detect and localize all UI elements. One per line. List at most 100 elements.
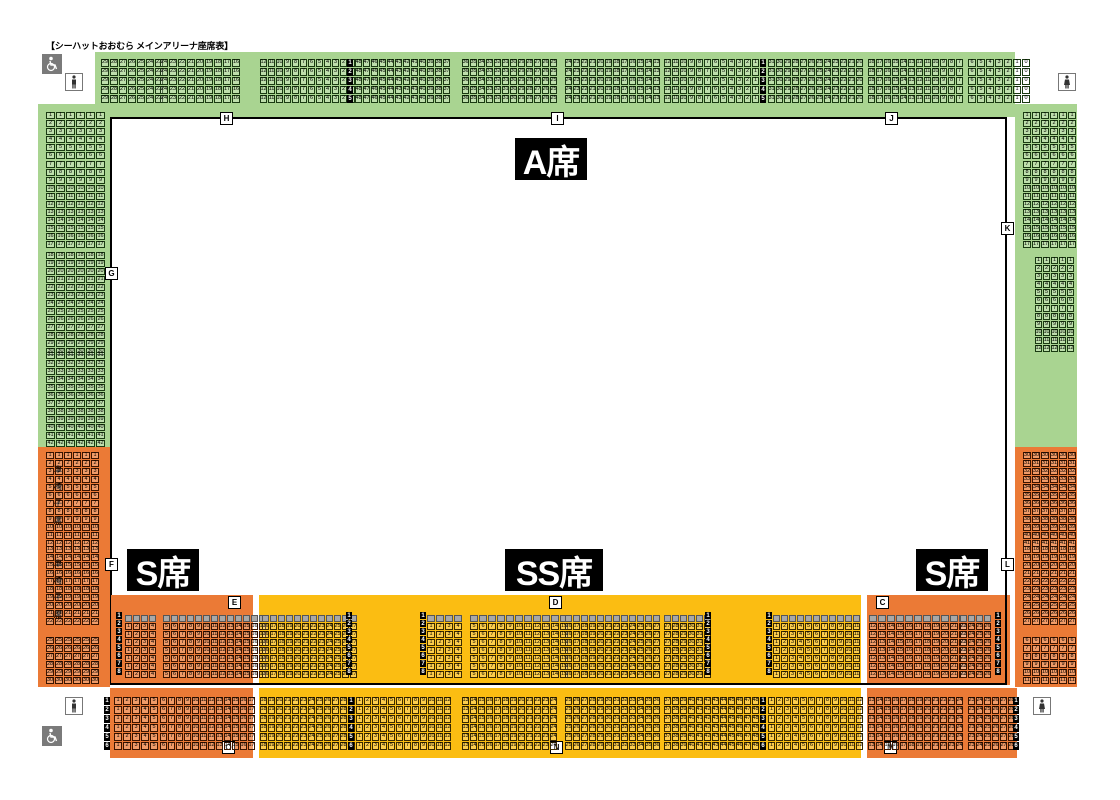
seat[interactable]: 24 bbox=[1023, 593, 1031, 601]
seat[interactable]: 14 bbox=[551, 662, 559, 670]
seat[interactable] bbox=[773, 615, 780, 622]
seat[interactable]: 26 bbox=[128, 86, 136, 94]
seat[interactable]: 12 bbox=[208, 706, 215, 714]
seat[interactable]: 7 bbox=[821, 670, 828, 678]
seat[interactable]: 19 bbox=[1068, 553, 1076, 561]
seat[interactable]: 35 bbox=[1041, 491, 1049, 499]
seat[interactable]: 14 bbox=[876, 733, 883, 741]
seat[interactable]: 21 bbox=[284, 697, 291, 705]
seat[interactable]: 21 bbox=[1032, 569, 1040, 577]
seat[interactable]: 1 bbox=[356, 733, 363, 741]
seat[interactable]: 21 bbox=[1041, 569, 1049, 577]
seat[interactable]: 37 bbox=[46, 399, 55, 407]
seat[interactable]: 16 bbox=[66, 232, 75, 240]
seat[interactable]: 7 bbox=[816, 733, 823, 741]
seat[interactable]: 6 bbox=[813, 654, 820, 662]
seat[interactable]: 26 bbox=[984, 622, 991, 630]
seat[interactable]: 13 bbox=[908, 77, 915, 85]
seat[interactable]: 18 bbox=[923, 622, 931, 630]
seat[interactable]: 15 bbox=[91, 561, 99, 569]
seat[interactable]: 9 bbox=[195, 622, 202, 630]
seat[interactable]: 22 bbox=[534, 724, 541, 732]
seat[interactable]: 19 bbox=[76, 259, 85, 267]
seat[interactable]: 33 bbox=[96, 367, 105, 375]
seat[interactable]: 9 bbox=[284, 68, 291, 76]
seat[interactable]: 11 bbox=[200, 733, 207, 741]
seat[interactable]: 27 bbox=[91, 652, 99, 660]
seat[interactable] bbox=[427, 615, 435, 622]
seat[interactable]: 27 bbox=[653, 638, 660, 646]
seat[interactable]: 17 bbox=[76, 240, 85, 248]
seat[interactable]: 14 bbox=[887, 630, 895, 638]
seat[interactable]: 5 bbox=[470, 671, 478, 678]
seat[interactable]: 20 bbox=[518, 724, 525, 732]
seat[interactable]: 30 bbox=[688, 662, 695, 670]
seat[interactable]: 21 bbox=[73, 609, 81, 617]
seat[interactable]: 23 bbox=[621, 622, 628, 630]
seat[interactable]: 20 bbox=[597, 638, 604, 646]
seat[interactable]: 17 bbox=[270, 638, 277, 646]
seat[interactable]: 27 bbox=[800, 68, 807, 76]
seat[interactable]: 7 bbox=[821, 654, 828, 662]
seat[interactable]: 19 bbox=[1032, 553, 1040, 561]
seat[interactable]: 22 bbox=[82, 617, 90, 625]
seat[interactable]: 9 bbox=[1041, 177, 1049, 184]
seat[interactable] bbox=[515, 615, 523, 622]
seat[interactable]: 23 bbox=[948, 706, 955, 714]
seat[interactable]: 7 bbox=[404, 706, 411, 714]
seat[interactable]: 9 bbox=[66, 177, 75, 184]
seat[interactable]: 19 bbox=[589, 622, 596, 630]
seat[interactable]: 15 bbox=[560, 662, 568, 670]
seat[interactable]: 23 bbox=[960, 654, 967, 662]
seat[interactable]: 2 bbox=[133, 630, 140, 638]
seat[interactable]: 8 bbox=[948, 95, 955, 103]
seat[interactable]: 11 bbox=[1067, 336, 1074, 344]
seat[interactable]: 3 bbox=[96, 128, 105, 135]
seat[interactable]: 14 bbox=[470, 706, 477, 714]
seat[interactable]: 2 bbox=[1004, 95, 1012, 103]
seat[interactable]: 1 bbox=[752, 77, 759, 85]
seat[interactable]: 5 bbox=[470, 631, 478, 638]
seat[interactable]: 28 bbox=[792, 59, 799, 67]
seat[interactable]: 45 bbox=[728, 724, 735, 732]
seat[interactable]: 10 bbox=[192, 697, 199, 705]
seat[interactable]: 3 bbox=[66, 128, 75, 135]
seat[interactable]: 27 bbox=[82, 652, 90, 660]
seat[interactable]: 3 bbox=[82, 468, 90, 475]
seat[interactable]: 24 bbox=[160, 77, 168, 85]
seat[interactable]: 4 bbox=[149, 622, 156, 630]
seat[interactable]: 20 bbox=[91, 601, 99, 609]
seat[interactable]: 1 bbox=[427, 655, 435, 662]
seat[interactable]: 48 bbox=[355, 86, 362, 94]
seat[interactable]: 19 bbox=[268, 697, 275, 705]
seat[interactable]: 30 bbox=[1068, 451, 1076, 459]
seat[interactable]: 20 bbox=[276, 706, 283, 714]
seat[interactable]: 39 bbox=[680, 742, 687, 750]
seat[interactable]: 28 bbox=[589, 724, 596, 732]
seat[interactable]: 5 bbox=[977, 68, 985, 76]
seat[interactable]: 1 bbox=[752, 68, 759, 76]
seat[interactable]: 3 bbox=[995, 77, 1003, 85]
seat[interactable]: 40 bbox=[688, 724, 695, 732]
seat[interactable]: 9 bbox=[1059, 320, 1066, 328]
seat[interactable]: 7 bbox=[821, 646, 828, 654]
seat[interactable]: 38 bbox=[86, 407, 95, 415]
seat[interactable]: 26 bbox=[55, 644, 63, 652]
seat[interactable]: 26 bbox=[324, 706, 331, 714]
seat[interactable]: 1 bbox=[1068, 112, 1076, 119]
seat[interactable]: 40 bbox=[56, 423, 65, 431]
seat[interactable]: 17 bbox=[1050, 240, 1058, 248]
seat[interactable]: 4 bbox=[141, 697, 149, 705]
seat[interactable]: 47 bbox=[363, 59, 370, 67]
seat[interactable]: 5 bbox=[66, 144, 75, 151]
seat[interactable]: 2 bbox=[364, 697, 371, 705]
seat[interactable]: 5 bbox=[805, 670, 812, 678]
seat[interactable]: 22 bbox=[581, 86, 588, 94]
seat[interactable]: 2 bbox=[73, 460, 81, 467]
seat[interactable]: 2 bbox=[436, 647, 444, 654]
seat[interactable]: 20 bbox=[76, 267, 85, 275]
seat[interactable]: 22 bbox=[840, 68, 847, 76]
seat[interactable]: 42 bbox=[704, 706, 711, 714]
seat[interactable]: 22 bbox=[46, 283, 55, 291]
seat[interactable]: 8 bbox=[829, 670, 836, 678]
